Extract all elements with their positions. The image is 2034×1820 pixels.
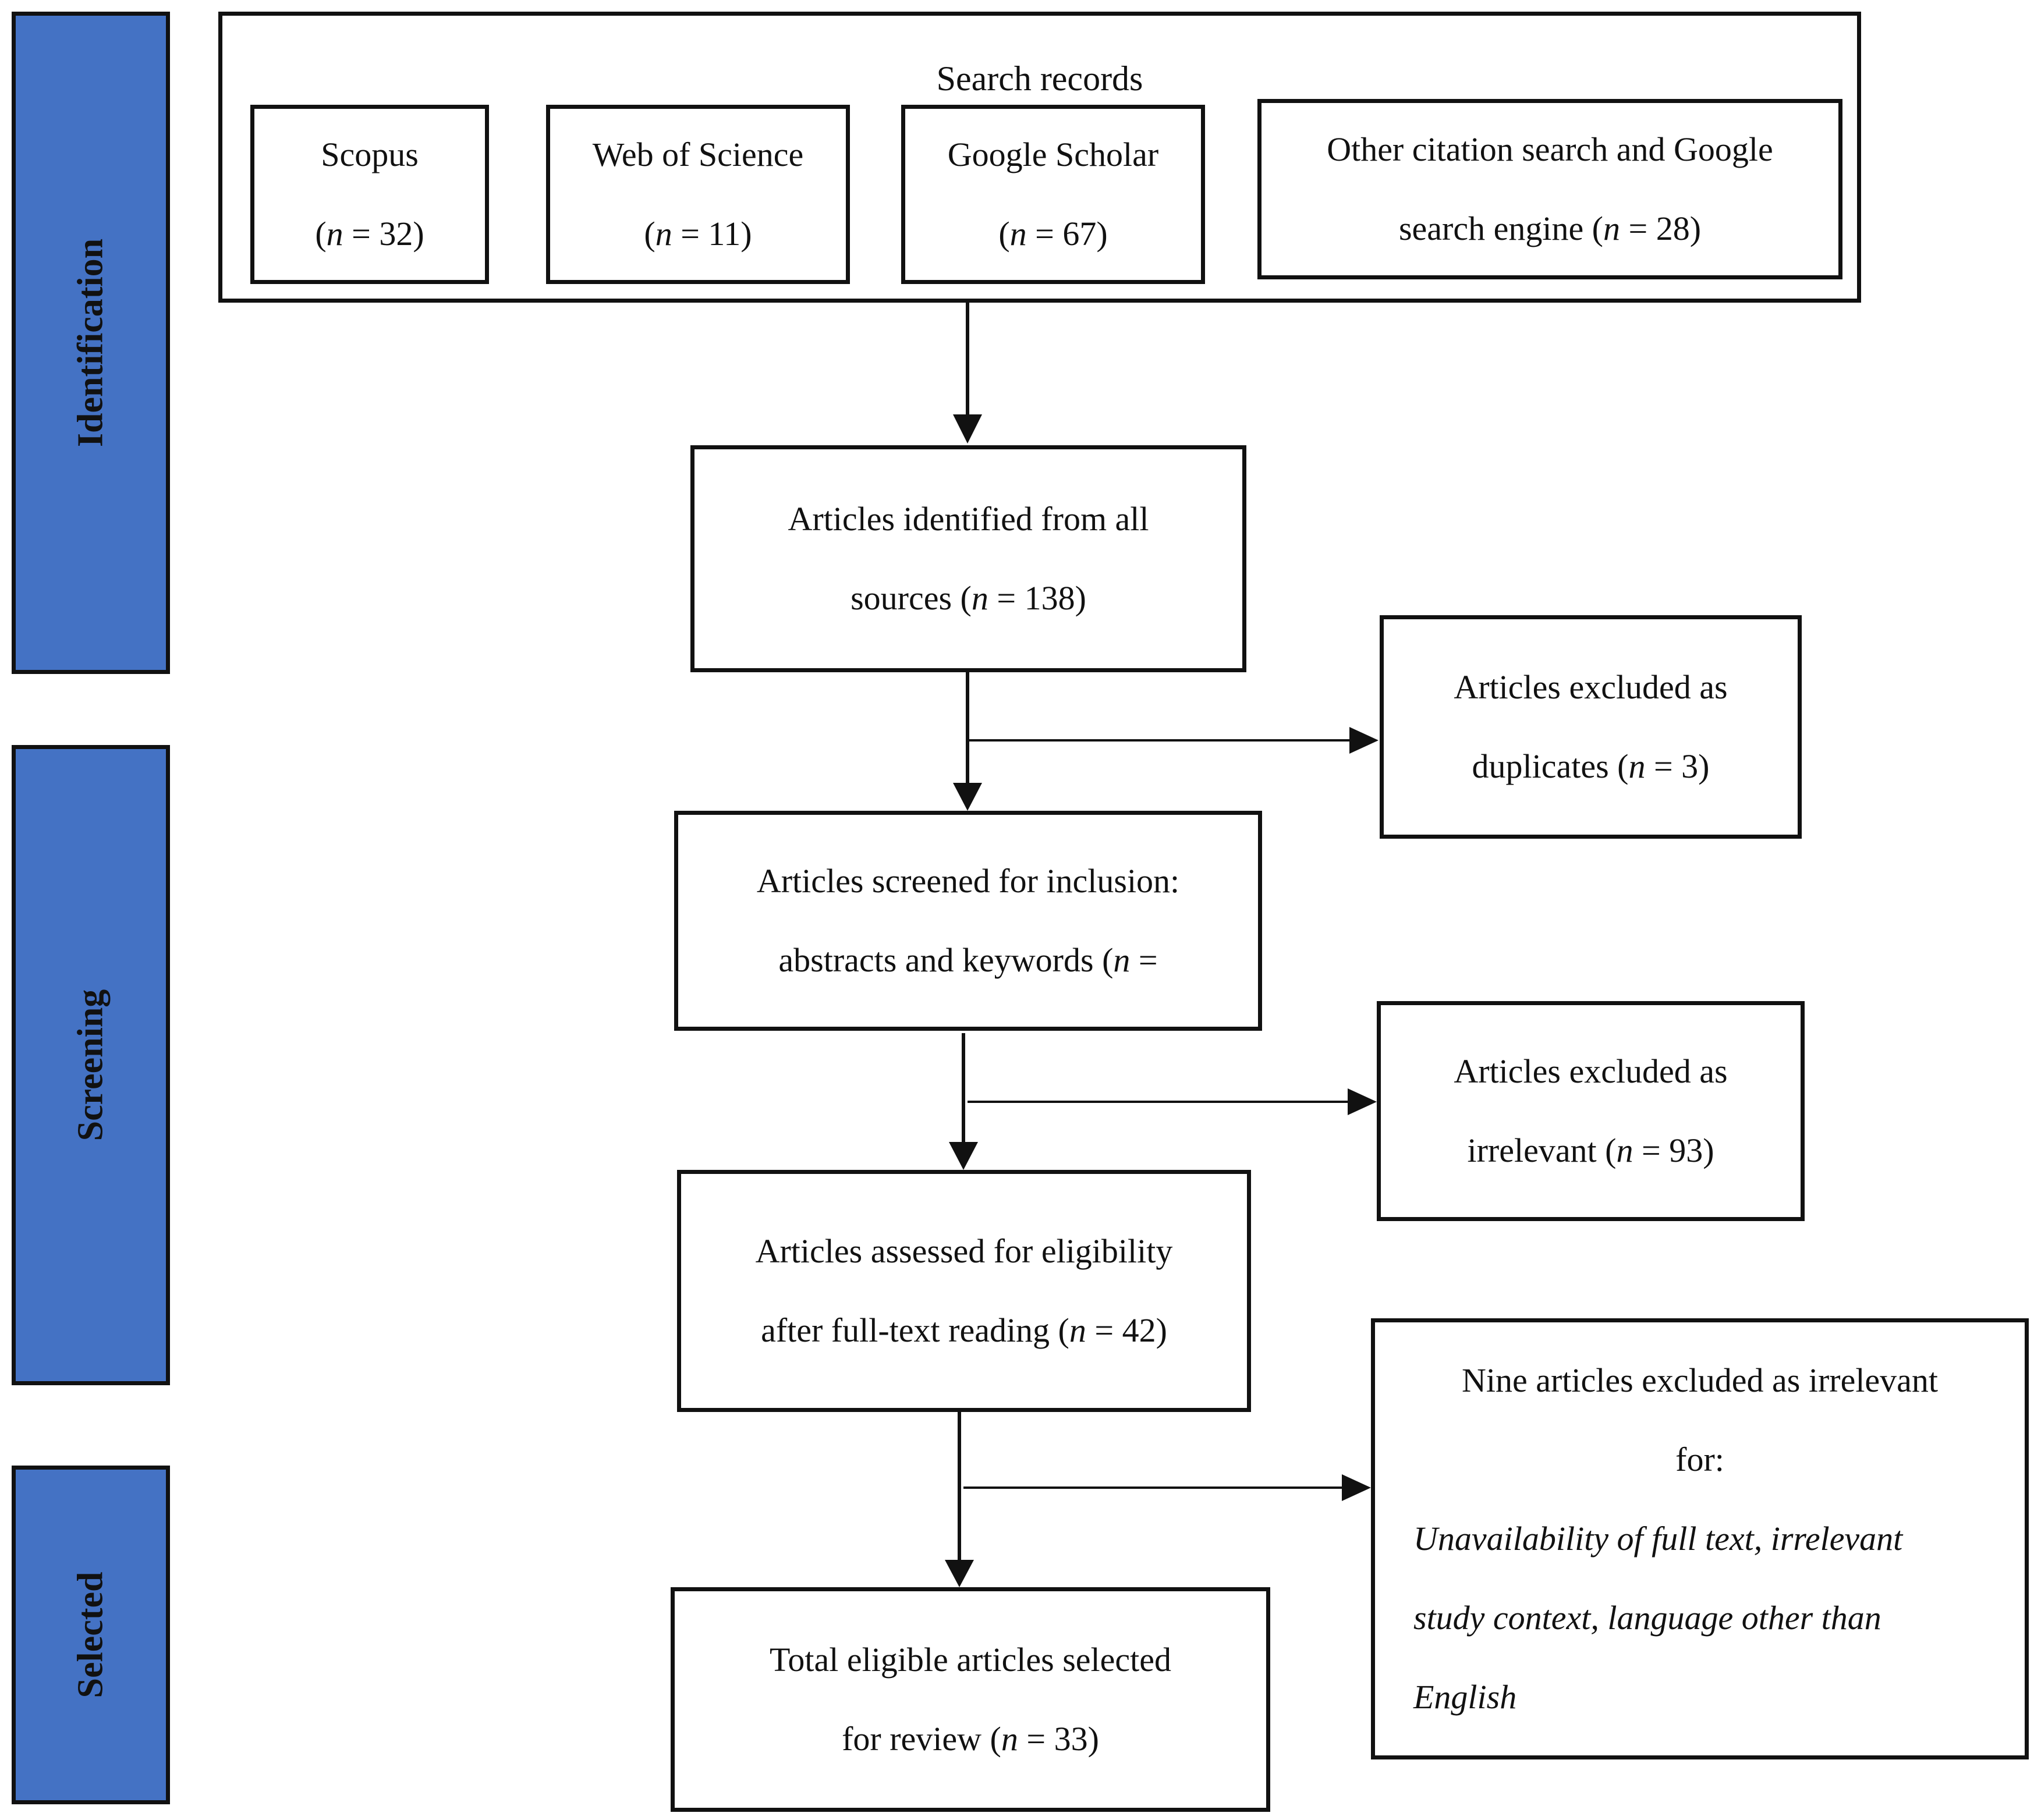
arrowhead-nine-excluded (1342, 1474, 1371, 1501)
arrowhead-identified (953, 414, 982, 444)
selected-line2: for review (n = 33) (842, 1720, 1099, 1758)
phase-identification: Identification (12, 12, 170, 674)
scopus-label: Scopus (321, 136, 419, 173)
arrowhead-assessed (949, 1142, 978, 1170)
other-search-count: search engine (n = 28) (1398, 210, 1702, 247)
nine-excluded-reason-3: English (1413, 1678, 1517, 1716)
assessed-line1: Articles assessed for eligibility (755, 1232, 1173, 1270)
assessed-line2: after full-text reading (n = 42) (761, 1311, 1167, 1349)
web-of-science-label: Web of Science (592, 136, 804, 173)
identified-box: Articles identified from all sources (n … (690, 445, 1246, 672)
selected-line1: Total eligible articles selected (769, 1641, 1172, 1679)
search-records-title: Search records (936, 59, 1143, 98)
scopus-count: (n = 32) (315, 215, 424, 253)
nine-excluded-line1: Nine articles excluded as irrelevant (1461, 1361, 1939, 1399)
scopus-box: Scopus (n = 32) (250, 105, 489, 284)
phase-selected: Selected (12, 1466, 170, 1804)
other-search-label: Other citation search and Google (1327, 130, 1773, 168)
google-scholar-count: (n = 67) (998, 215, 1108, 253)
nine-excluded-box: Nine articles excluded as irrelevant for… (1371, 1318, 2029, 1759)
irrelevant-box: Articles excluded as irrelevant (n = 93) (1377, 1001, 1805, 1221)
irrelevant-line2: irrelevant (n = 93) (1467, 1131, 1714, 1169)
google-scholar-box: Google Scholar (n = 67) (901, 105, 1205, 284)
search-records-frame: Search records (218, 12, 1861, 303)
assessed-box: Articles assessed for eligibility after … (677, 1170, 1251, 1412)
duplicates-box: Articles excluded as duplicates (n = 3) (1380, 615, 1802, 839)
identified-line1: Articles identified from all (788, 500, 1149, 538)
duplicates-line2: duplicates (n = 3) (1472, 747, 1710, 785)
screened-box: Articles screened for inclusion: abstrac… (674, 811, 1262, 1031)
screened-line2: abstracts and keywords (n = (778, 941, 1158, 979)
arrowhead-screened (953, 783, 982, 811)
nine-excluded-line2: for: (1675, 1441, 1724, 1478)
screened-line1: Articles screened for inclusion: (756, 862, 1180, 900)
duplicates-line1: Articles excluded as (1454, 668, 1728, 706)
selected-box: Total eligible articles selected for rev… (671, 1587, 1270, 1812)
irrelevant-line1: Articles excluded as (1454, 1052, 1728, 1090)
arrowhead-selected (945, 1560, 974, 1587)
nine-excluded-reason-1: Unavailability of full text, irrelevant (1413, 1520, 1903, 1558)
arrowhead-duplicates (1349, 727, 1379, 754)
arrowhead-irrelevant (1348, 1088, 1377, 1115)
web-of-science-count: (n = 11) (644, 215, 752, 253)
phase-screening: Screening (12, 745, 170, 1385)
nine-excluded-reason-2: study context, language other than (1413, 1599, 1881, 1637)
other-search-box: Other citation search and Google search … (1257, 99, 1842, 279)
identified-line2: sources (n = 138) (851, 579, 1086, 617)
web-of-science-box: Web of Science (n = 11) (546, 105, 850, 284)
google-scholar-label: Google Scholar (947, 136, 1159, 173)
